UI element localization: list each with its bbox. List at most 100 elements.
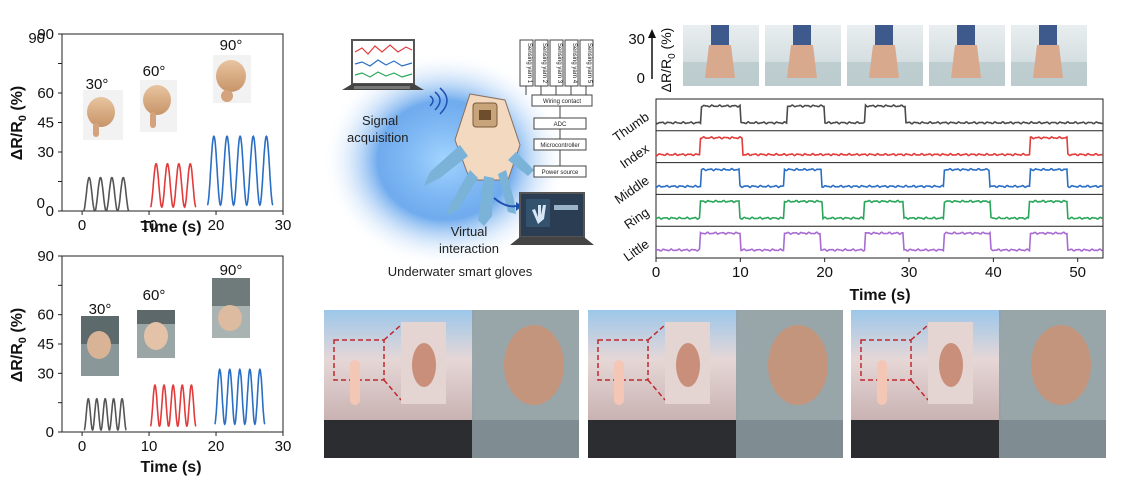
sensing-yarn-label: Sensing yarn 4 [571,43,577,84]
power-label: Power source [542,170,579,176]
sensing-yarn-label: Sensing yarn 3 [556,43,562,84]
zoom-line-icon [910,379,929,401]
adc-label: ADC [554,122,567,128]
interaction-label: interaction [439,241,499,256]
y-axis-title: ΔR/R0 (%) [9,308,29,383]
sensor-module-icon [1039,25,1057,47]
y-tick-label: 45 [37,115,54,132]
x-ticks: 0 10 20 30 40 50 [652,258,1086,281]
series-line [149,162,197,209]
series-line [206,135,274,207]
x-axis-title: Time (s) [849,287,910,304]
x-tick-label: 30 [901,264,918,281]
finger-label: Little [621,236,652,264]
angle-label-90: 90° [220,37,243,54]
x-tick-label: 20 [208,438,225,455]
hand-icon [1033,45,1063,78]
screen-scene-icon [324,310,474,420]
sensor-module-icon [957,25,975,47]
series-line-middle [655,167,1103,189]
screen-scene-icon [851,310,1001,420]
scale-zero-label: 0 [637,70,645,87]
angle-label-30: 30° [86,76,109,93]
series-lines [83,367,266,431]
hand-icon [787,45,817,78]
hand-icon [869,45,899,78]
hand-photo-30 [81,316,119,376]
y-tick-label: 0 [46,203,54,220]
y-axis-title: ΔR/R0 (%) [9,86,29,161]
mcu-label: Microcontroller [540,143,579,149]
glove-schematic: Signal acquisition Virtual interaction U… [323,39,594,279]
hand-photo-60 [140,80,177,132]
angle-label-30: 30° [89,301,112,318]
screen-scene-icon [588,310,738,420]
y-tick-label: 45 [37,336,54,353]
virtual-hand-icon [412,343,436,387]
series-line [83,397,127,431]
y-tick-label: 90 [37,248,54,265]
y-tick-label: 30 [37,144,54,161]
series-line-thumb [655,103,1103,126]
real-hand-icon [1031,325,1091,405]
finger-label: Ring [621,204,652,232]
x-tick-label: 10 [732,264,749,281]
zoom-line-icon [383,379,402,401]
laptop-virtual-icon [510,192,594,245]
sensing-yarn-label: Sensing yarn 1 [526,43,532,84]
series-line-little [655,230,1103,253]
y-tick-label: 0 [37,195,45,212]
glove-hand-icon [424,93,534,226]
plot-frame [655,98,1104,259]
real-hand-icon [768,325,828,405]
hand-photo-60 [137,310,175,358]
virtual-label: Virtual [451,224,488,239]
sensor-module-icon [793,25,811,47]
x-tick-label: 20 [816,264,833,281]
virtual-arm-icon [350,360,360,405]
x-tick-label: 40 [985,264,1002,281]
wiring-label: Wiring contact [543,99,581,105]
y-tick-label: 60 [37,85,54,102]
series-line [149,384,197,427]
hand-icon [951,45,981,78]
sensor-module-icon [875,25,893,47]
angle-label-60: 60° [143,287,166,304]
series-lines [82,135,274,212]
signal-label: Signal [362,113,398,128]
zoom-line-icon [383,324,402,341]
hand-photo-90 [213,55,251,103]
virtual-hand-icon [676,343,700,387]
zoom-line-icon [647,324,666,341]
wiring-block [531,94,593,107]
series-line [82,176,130,212]
finger-label: Index [617,141,652,172]
angle-label-90: 90° [220,262,243,279]
virtual-hand-icon [939,343,963,387]
angle-label-60: 60° [143,63,166,80]
series-line [214,367,266,426]
wireless-icon [429,87,448,115]
arrow-icon [493,197,517,208]
underwater-photo-strip [683,25,1087,86]
zoom-line-icon [910,324,929,341]
hand-photo-30 [83,90,123,140]
laptop-signal-icon [342,39,424,90]
series-line-index [655,135,1103,157]
x-tick-label: 0 [652,264,660,281]
sensing-yarn-label: Sensing yarn 5 [586,43,592,84]
y-tick-label: 30 [37,365,54,382]
x-tick-label: 30 [275,217,292,234]
x-tick-label: 50 [1069,264,1086,281]
sensor-module-icon [711,25,729,47]
scale-top-label: 30 [628,31,645,48]
x-tick-label: 10 [141,438,158,455]
